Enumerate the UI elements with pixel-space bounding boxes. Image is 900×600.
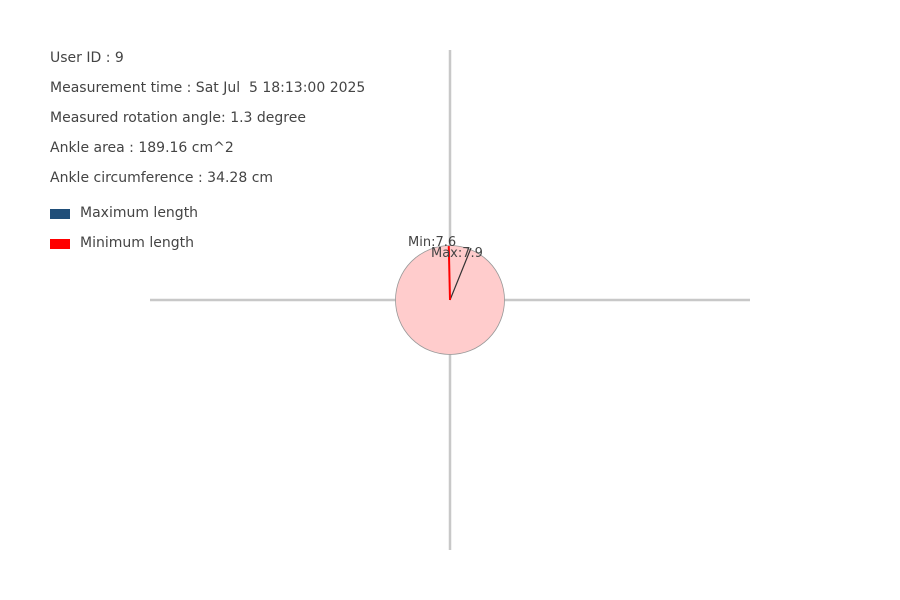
max-length-line — [449, 247, 472, 301]
rotation-angle-text: Measured rotation angle: 1.3 degree — [50, 110, 306, 126]
max-length-label: Max:7.9 — [431, 246, 483, 261]
measurement-time-text: Measurement time : Sat Jul 5 18:13:00 20… — [50, 80, 366, 96]
legend-label-maximum: Maximum length — [80, 205, 199, 221]
legend-item-maximum: Maximum length — [50, 203, 198, 233]
min-length-label: Min:7.6 — [408, 235, 456, 250]
ankle-circumference-text: Ankle circumference : 34.28 cm — [50, 170, 274, 186]
min-length-line — [447, 246, 451, 301]
measurement-info: User ID : 9 Measurement time : Sat Jul 5… — [50, 48, 365, 198]
ankle-area-text: Ankle area : 189.16 cm^2 — [50, 140, 234, 156]
legend-label-minimum: Minimum length — [80, 235, 194, 251]
legend: Maximum length Minimum length — [50, 203, 198, 263]
legend-swatch-minimum — [50, 239, 70, 249]
legend-swatch-maximum — [50, 209, 70, 219]
legend-item-minimum: Minimum length — [50, 233, 198, 263]
user-id-text: User ID : 9 — [50, 50, 124, 66]
